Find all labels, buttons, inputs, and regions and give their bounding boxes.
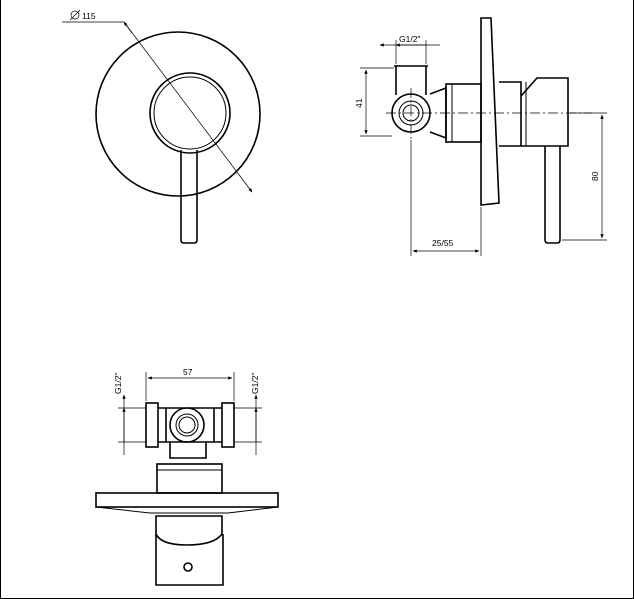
inlet-spacing-label: 57	[183, 367, 193, 377]
diameter-label: 115	[69, 9, 96, 21]
plan-outlet-outer	[169, 407, 205, 443]
side-lever	[544, 146, 561, 244]
lever-handle	[180, 150, 198, 244]
plan-left-nut	[145, 402, 159, 448]
side-cover-plate	[480, 17, 500, 206]
inlet-top-stub	[394, 65, 428, 84]
lever-height-label: 80	[590, 171, 600, 181]
side-view: G1/2" 41 80 25/55	[354, 17, 607, 256]
plan-screw-hole	[183, 562, 193, 572]
plan-view: 57 G1/2" G1/2"	[95, 367, 279, 586]
inlet-height-label: 41	[354, 98, 364, 108]
lever-hub-outer	[149, 72, 231, 154]
left-thread-label: G1/2"	[113, 373, 123, 394]
plan-body-block	[156, 463, 223, 494]
plan-handle	[155, 515, 223, 546]
projection-depth-label: 25/55	[432, 238, 454, 248]
side-thread-label: G1/2"	[399, 34, 420, 44]
lever-hub-inner	[153, 76, 227, 150]
plan-right-nut	[221, 402, 235, 448]
plan-cover-plate	[95, 492, 279, 508]
handle-hub	[499, 81, 522, 147]
plate-diameter-value: 115	[82, 11, 96, 21]
right-thread-label: G1/2"	[250, 373, 260, 394]
front-view: 115	[62, 9, 261, 244]
cover-plate-outline	[95, 31, 261, 197]
plan-inlet-body	[158, 407, 222, 443]
